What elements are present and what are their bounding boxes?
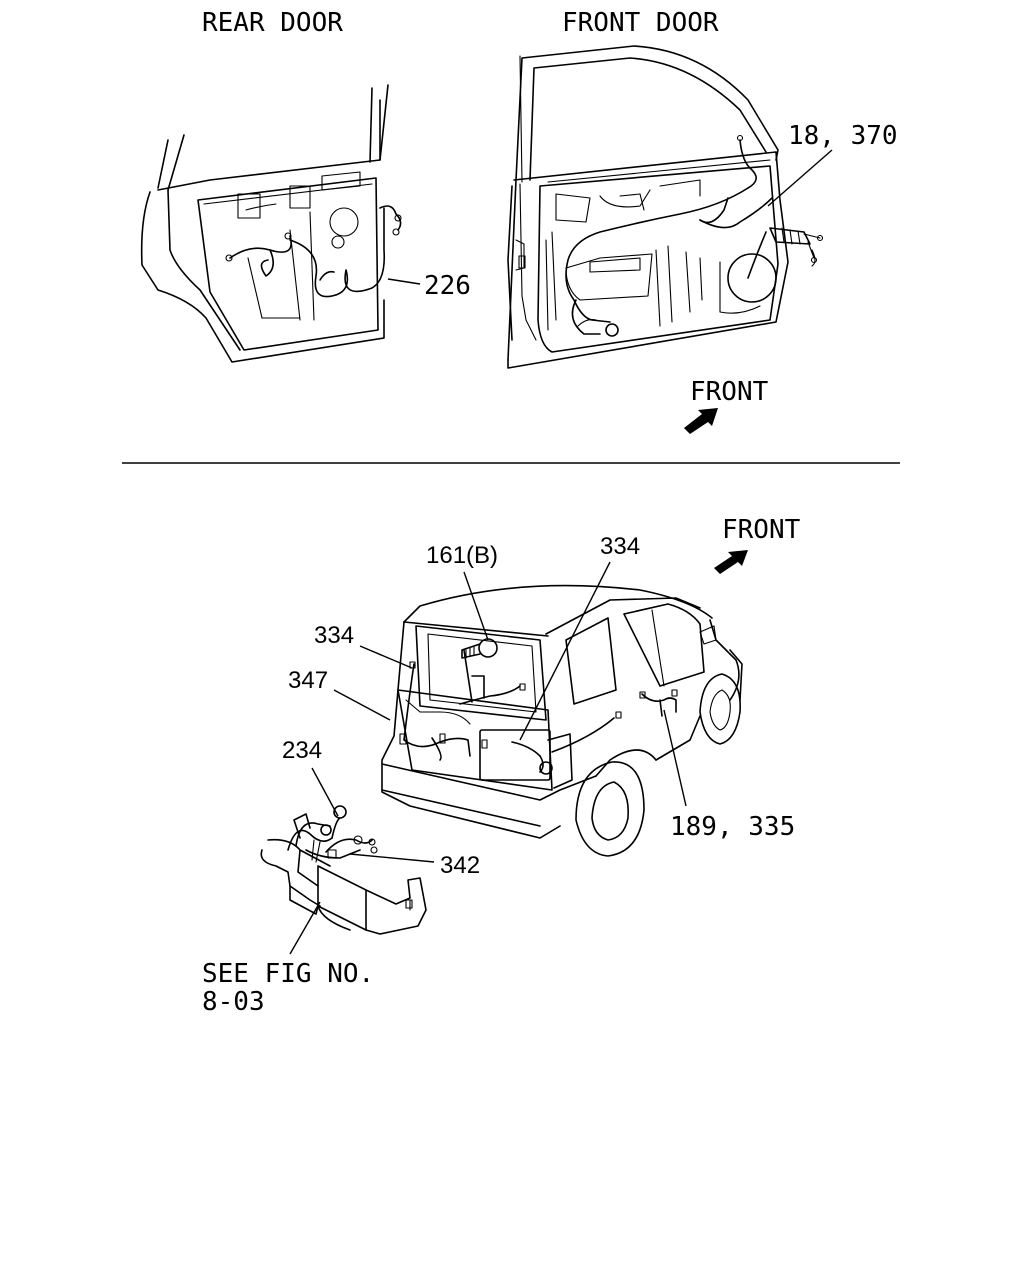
leader-342 — [349, 853, 435, 863]
callout-334-left: 334 — [314, 622, 354, 649]
leader-334-left — [359, 645, 413, 669]
leader-see-fig — [289, 901, 321, 955]
leader-189-335 — [663, 709, 687, 807]
leader-161 — [463, 571, 489, 641]
rear-door-illustration — [140, 84, 402, 363]
callout-161b: 161(B) — [426, 542, 498, 569]
leader-334-top — [519, 561, 611, 741]
callout-347: 347 — [288, 667, 328, 694]
leader-226 — [387, 278, 421, 285]
see-fig-reference: SEE FIG NO. — [202, 959, 374, 989]
callout-18-370: 18, 370 — [788, 121, 898, 151]
leader-18-370 — [767, 149, 833, 207]
harness-frame-illustration — [260, 805, 427, 935]
front-label-bottom: FRONT — [722, 515, 801, 545]
front-door-illustration — [507, 45, 824, 369]
front-arrow-icon-bottom — [714, 550, 748, 574]
leader-234 — [311, 767, 339, 817]
front-label-top: FRONT — [690, 377, 769, 407]
leader-347 — [333, 689, 391, 721]
callout-342: 342 — [440, 852, 480, 879]
rear-door-title: REAR DOOR — [202, 8, 343, 38]
front-arrow-icon — [684, 408, 718, 434]
callout-234: 234 — [282, 737, 322, 764]
vehicle-rear-illustration — [381, 584, 743, 857]
front-door-title: FRONT DOOR — [562, 8, 719, 38]
callout-189-335: 189, 335 — [670, 812, 795, 842]
callout-226: 226 — [424, 271, 471, 301]
callout-334-top: 334 — [600, 533, 640, 560]
see-fig-number: 8-03 — [202, 987, 265, 1017]
